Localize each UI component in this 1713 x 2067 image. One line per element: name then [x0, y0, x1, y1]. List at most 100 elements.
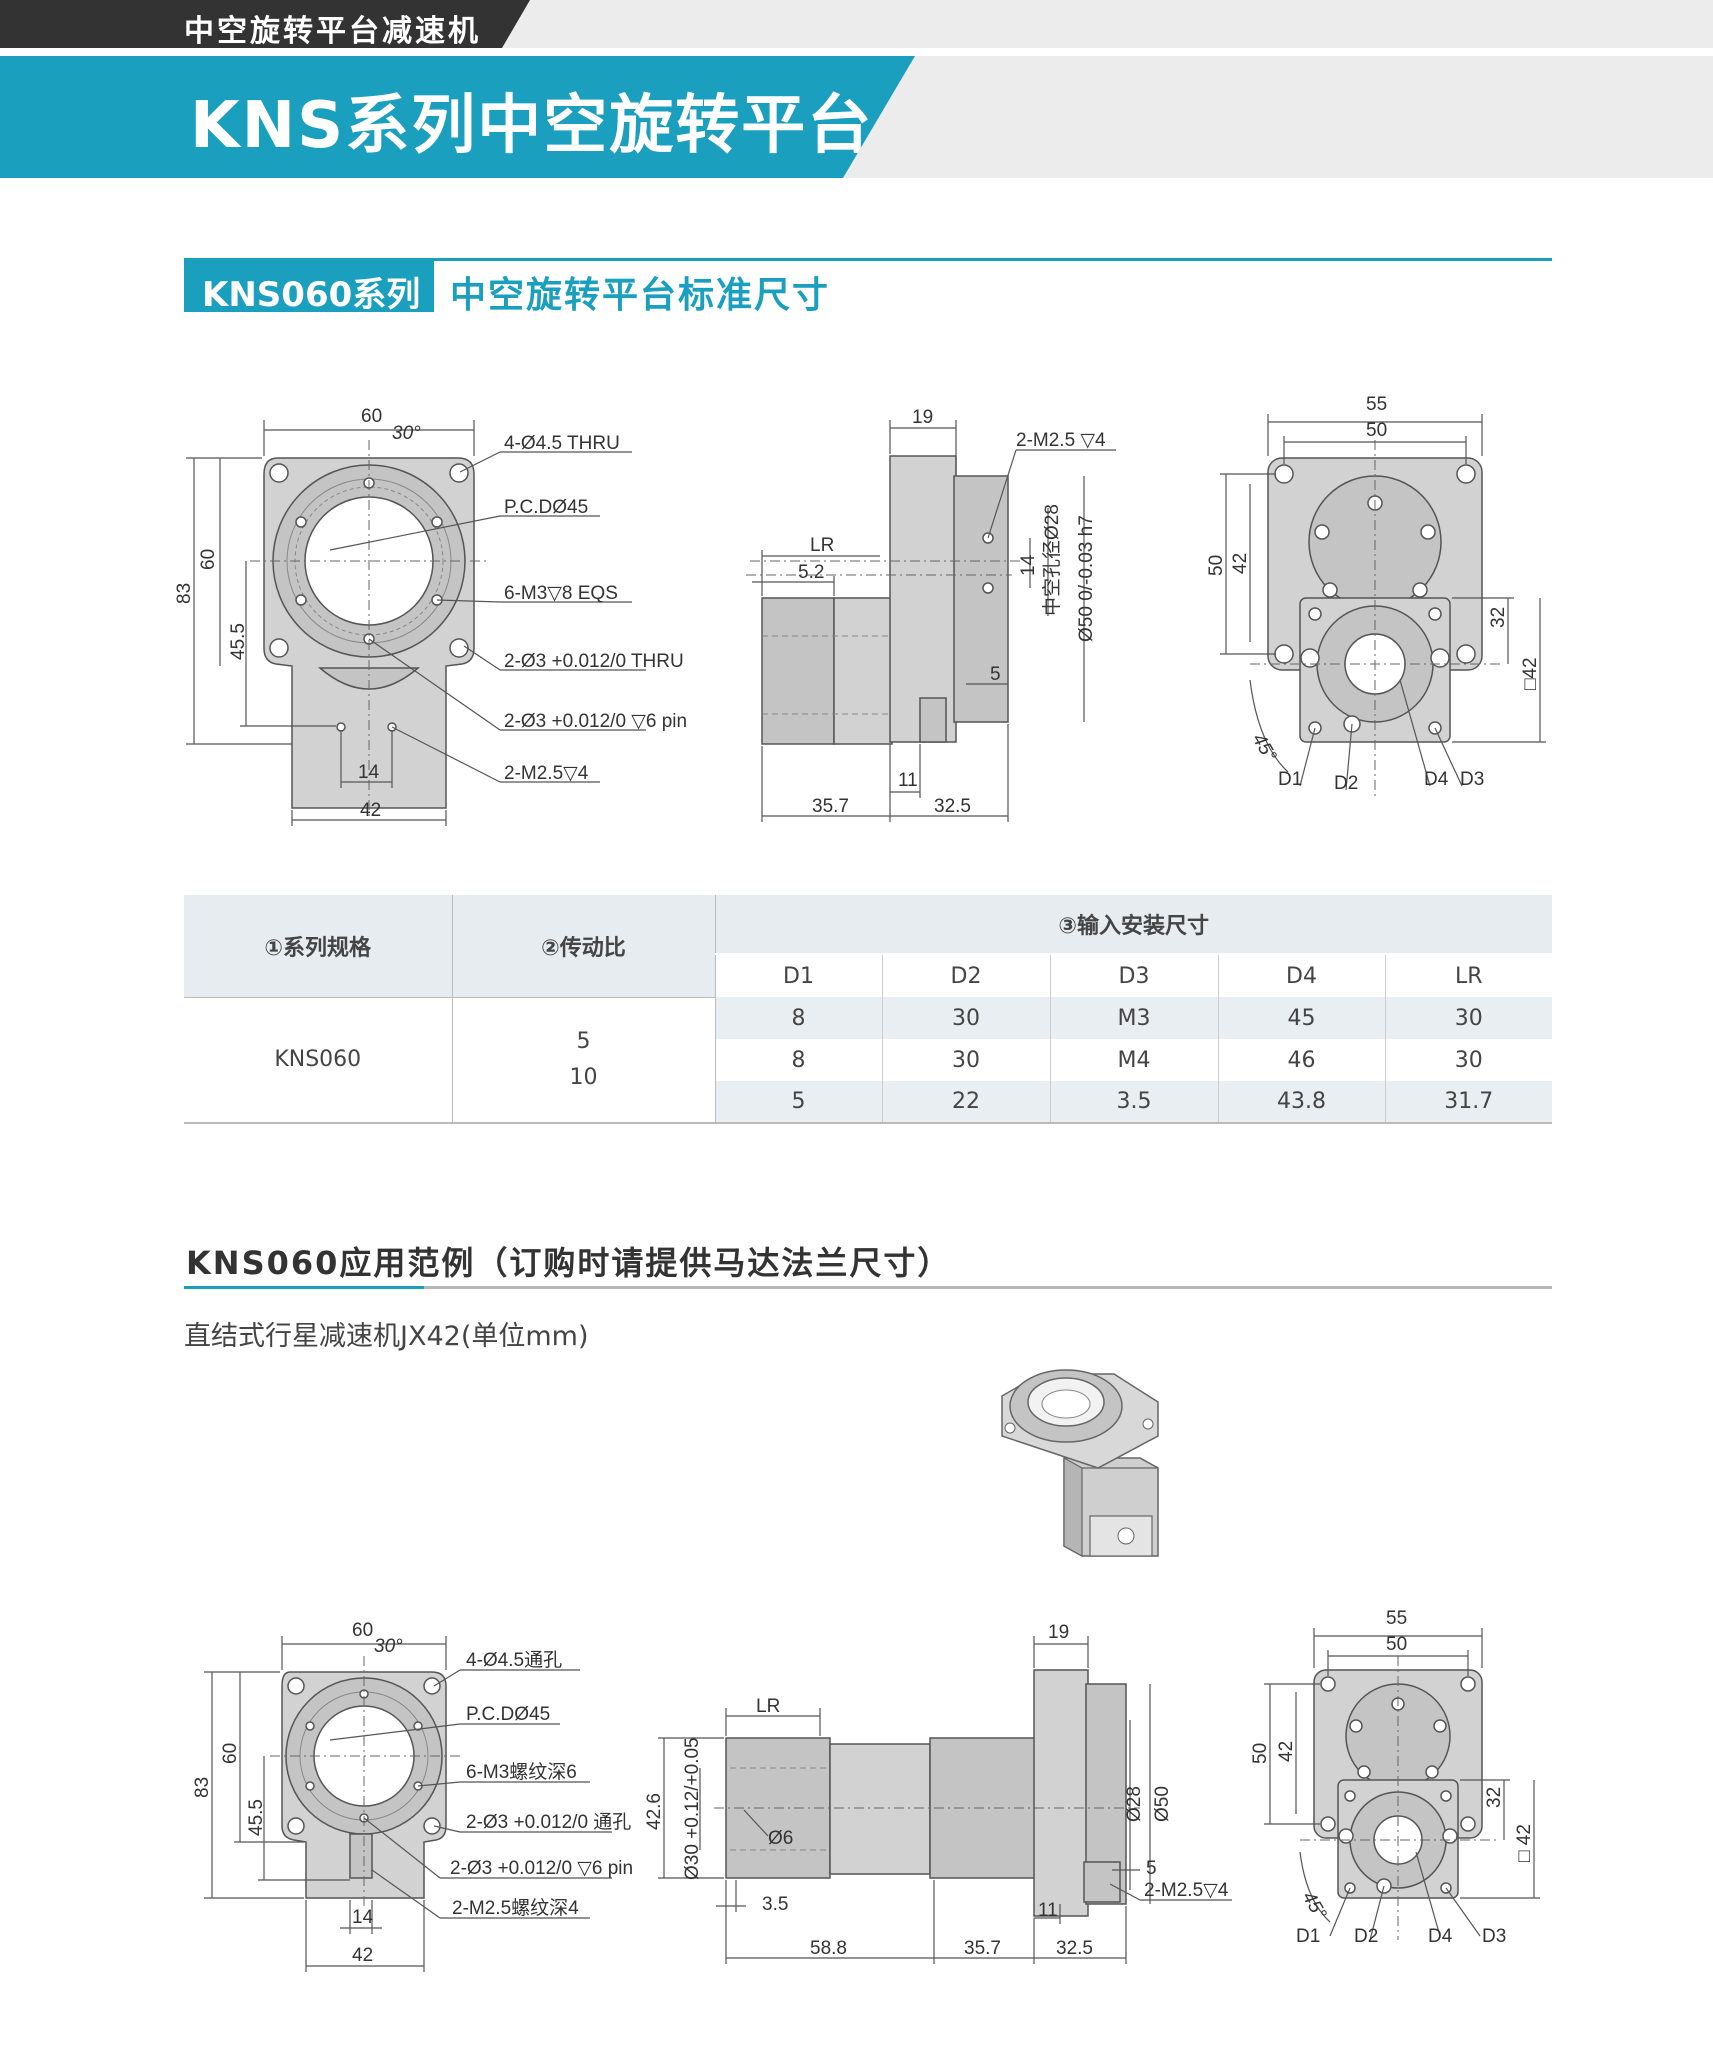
cell: M4 — [1050, 1039, 1219, 1081]
app-side-dim-o30: Ø30 +0.12/+0.05 — [682, 1737, 703, 1880]
rear-d2: D2 — [1334, 773, 1358, 794]
section1-tag-label: KNS060系列 — [202, 275, 421, 315]
section2-rule — [184, 1286, 1552, 1289]
ratio-2: 10 — [569, 1064, 598, 1090]
ratio-cell: 5 10 — [452, 996, 716, 1124]
app-rear-dim-55: 55 — [1386, 1608, 1407, 1629]
cell: 30 — [882, 997, 1051, 1039]
app-side-dim-32-5: 32.5 — [1056, 1938, 1093, 1959]
cell: 8 — [715, 1039, 883, 1081]
rear-dim-50v: 50 — [1206, 555, 1227, 576]
rear-d1: D1 — [1278, 769, 1302, 790]
rear-d3: D3 — [1460, 769, 1484, 790]
dim-60-side: 60 — [198, 549, 219, 570]
rear-dim-32: 32 — [1488, 607, 1509, 628]
cell: 30 — [882, 1039, 1051, 1081]
dim-45-5: 45.5 — [228, 623, 249, 660]
section2-rule-accent — [184, 1286, 424, 1289]
cell: 31.7 — [1444, 1089, 1494, 1114]
app-dim-60-top: 60 — [352, 1620, 373, 1641]
rear-dim-sq42: □42 — [1520, 657, 1541, 690]
cell: 30 — [1454, 1047, 1483, 1073]
app-side-dim-35-7: 35.7 — [964, 1938, 1001, 1959]
front-view: 60 30° 83 60 45.5 14 42 4-Ø4.5 THRU P.C.… — [174, 406, 687, 826]
cell: 22 — [882, 1081, 1051, 1123]
ratio-1: 5 — [576, 1028, 591, 1054]
app-rear-dim-32: 32 — [1484, 1787, 1505, 1808]
category-tag: 中空旋转平台减速机 — [0, 0, 530, 48]
app-callout-4: 2-Ø3 +0.012/0 通孔 — [466, 1811, 631, 1833]
col-d3: D3 — [1050, 953, 1219, 997]
side-dim-11: 11 — [898, 770, 918, 791]
title-banner: KNS系列中空旋转平台 — [0, 56, 915, 178]
rear-view: 55 50 50 42 32 □42 45° D1 D2 D4 D3 — [1206, 394, 1546, 800]
side-dim-35-7: 35.7 — [812, 796, 849, 817]
app-rear-dim-50: 50 — [1386, 1634, 1407, 1655]
app-side-dim-5: 5 — [1146, 1858, 1157, 1879]
callout-2: P.C.DØ45 — [504, 497, 588, 518]
cell: 3.5 — [1050, 1081, 1219, 1123]
app-callout-1: 4-Ø4.5通孔 — [466, 1649, 562, 1671]
app-side-o50: Ø50 — [1152, 1786, 1173, 1822]
app-rear-d2: D2 — [1354, 1926, 1378, 1947]
app-side-o28: Ø28 — [1124, 1786, 1145, 1822]
cell: 8 — [715, 997, 883, 1039]
cell: 5 — [715, 1081, 883, 1123]
app-rear-d3: D3 — [1482, 1926, 1506, 1947]
cell: 30 — [1454, 1005, 1483, 1031]
app-dim-angle-30: 30° — [374, 1636, 403, 1657]
cell: 45 — [1218, 997, 1386, 1039]
app-side-dim-3-5: 3.5 — [762, 1894, 788, 1915]
section2-subtitle: 直结式行星减速机JX42(单位mm) — [184, 1321, 589, 1352]
app-callout-3: 6-M3螺纹深6 — [466, 1761, 577, 1783]
product-3d-illustration — [1001, 1369, 1159, 1558]
section1-rule — [184, 258, 1552, 261]
header-input: ③输入安装尺寸 — [715, 895, 1552, 954]
app-side-dim-o6: Ø6 — [768, 1828, 793, 1849]
col-d4: D4 — [1218, 953, 1386, 997]
rear-d4: D4 — [1424, 769, 1449, 790]
side-dim-14: 14 — [1018, 554, 1039, 576]
app-rear-dim-sq42: □ 42 — [1514, 1824, 1535, 1862]
col-d1: D1 — [715, 953, 883, 997]
side-dim-5-2: 5.2 — [798, 562, 824, 583]
dim-83: 83 — [174, 583, 195, 604]
app-rear-view: 55 50 50 42 32 □ 42 45° D1 D2 D4 D3 — [1250, 1608, 1540, 1947]
app-dim-14: 14 — [352, 1907, 374, 1928]
spec-table: ①系列规格 ②传动比 ③输入安装尺寸 D1 D2 D3 D4 LR KNS060… — [184, 895, 1552, 1124]
dim-42: 42 — [360, 800, 381, 821]
category-label: 中空旋转平台减速机 — [184, 14, 481, 49]
cell: M3 — [1050, 997, 1219, 1039]
cell: 46 — [1218, 1039, 1386, 1081]
rear-angle-45: 45° — [1248, 730, 1281, 766]
drawing-standard-dimensions: 60 30° 83 60 45.5 14 42 4-Ø4.5 THRU P.C.… — [174, 394, 1546, 826]
app-rear-dim-42v: 42 — [1276, 1741, 1297, 1762]
app-dim-45-5: 45.5 — [246, 1799, 267, 1836]
side-dim-32-5: 32.5 — [934, 796, 971, 817]
app-side-dim-lr: LR — [756, 1696, 780, 1717]
app-side-dim-19: 19 — [1048, 1622, 1069, 1643]
rear-dim-50: 50 — [1366, 420, 1387, 441]
app-rear-d1: D1 — [1296, 1926, 1320, 1947]
section2-title: KNS060应用范例（订购时请提供马达法兰尺寸） — [186, 1244, 952, 1282]
dim-angle-30: 30° — [392, 423, 421, 444]
side-dim-19: 19 — [912, 407, 933, 428]
app-callout-6: 2-M2.5螺纹深4 — [452, 1897, 579, 1919]
dim-14: 14 — [358, 762, 380, 783]
callout-6: 2-M2.5▽4 — [504, 763, 589, 784]
header-ratio: ②传动比 — [452, 895, 716, 997]
cell: 43.8 — [1218, 1081, 1386, 1123]
app-callout-2: P.C.DØ45 — [466, 1704, 550, 1725]
header-model: ①系列规格 — [184, 895, 453, 997]
callout-1: 4-Ø4.5 THRU — [504, 433, 620, 454]
callout-5: 2-Ø3 +0.012/0 ▽6 pin — [504, 711, 687, 732]
page-title: KNS系列中空旋转平台 — [190, 89, 874, 163]
side-bore: 中空孔径Ø28 — [1041, 504, 1063, 616]
app-dim-42: 42 — [352, 1945, 373, 1966]
side-view: 19 LR 5.2 35.7 32.5 11 5 14 中空孔径Ø28 Ø50 … — [746, 407, 1116, 822]
app-side-dim-58-8: 58.8 — [810, 1938, 847, 1959]
app-callout-5: 2-Ø3 +0.012/0 ▽6 pin — [450, 1858, 633, 1879]
app-dim-60: 60 — [220, 1743, 241, 1764]
rear-dim-55: 55 — [1366, 394, 1387, 415]
table-row: KNS060 5 10 8 30 M3 45 30 — [184, 996, 1552, 1124]
